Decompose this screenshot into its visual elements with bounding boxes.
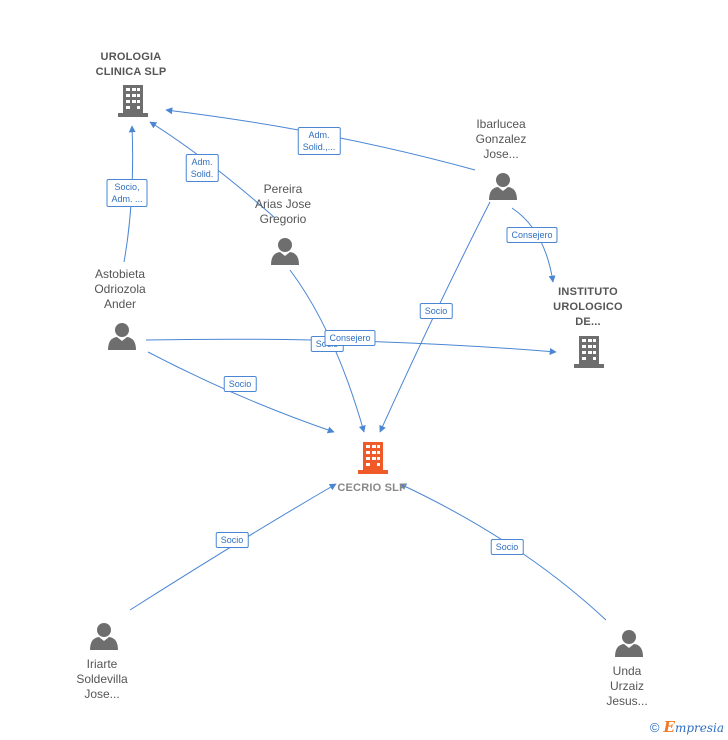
node-label-line: Gonzalez: [475, 132, 527, 146]
brand-name: mpresia: [674, 721, 724, 735]
node-label-astobieta[interactable]: Astobieta Odriozola Ander: [50, 267, 190, 312]
edge-label-line: Consejero: [329, 333, 371, 343]
node-label-iriarte[interactable]: Iriarte Soldevilla Jose...: [32, 657, 172, 702]
edge-label-line: Adm.: [191, 157, 213, 167]
node-label-cecrio[interactable]: CECRIO SLP: [302, 481, 442, 496]
building-icon: [574, 336, 604, 368]
edge-label-line: Socio: [220, 535, 244, 545]
node-label-line: UROLOGICO: [553, 301, 623, 313]
node-label-line: Iriarte: [86, 657, 118, 671]
building-icon: [118, 85, 148, 117]
edge-astobieta-cecrio: [147, 351, 335, 434]
node-label-line: CECRIO SLP: [337, 482, 407, 494]
person-icon: [489, 173, 517, 200]
node-label-line: Pereira: [263, 182, 303, 196]
edge-label-line: Socio,: [114, 182, 140, 192]
edge-label-ibarlucea-urologia[interactable]: Adm. Solid.,...: [297, 127, 341, 155]
node-label-ibarlucea[interactable]: Ibarlucea Gonzalez Jose...: [431, 117, 571, 162]
node-label-line: Arias Jose: [254, 197, 312, 211]
node-label-line: DE...: [575, 316, 601, 328]
edge-label-ibarlucea-cecrio[interactable]: Socio: [419, 303, 453, 319]
brand-initial: E: [663, 718, 675, 736]
person-icon: [90, 623, 118, 650]
node-label-instituto[interactable]: INSTITUTO UROLOGICO DE...: [518, 285, 658, 330]
node-label-unda[interactable]: Unda Urzaiz Jesus...: [557, 664, 697, 709]
node-label-pereira[interactable]: Pereira Arias Jose Gregorio: [213, 182, 353, 227]
edge-label-line: Socio: [228, 379, 252, 389]
edges-layer: [123, 107, 607, 621]
node-label-line: Gregorio: [259, 212, 307, 226]
node-label-line: Jose...: [483, 147, 519, 161]
node-label-line: Jose...: [84, 687, 120, 701]
node-label-line: CLINICA SLP: [95, 66, 167, 78]
person-icon: [108, 323, 136, 350]
node-label-line: INSTITUTO: [558, 286, 618, 298]
node-label-line: Ibarlucea: [476, 117, 526, 131]
edge-label-line: Socio: [495, 542, 519, 552]
node-label-line: Unda: [612, 664, 642, 678]
edge-label-astobieta-instituto[interactable]: Consejero: [324, 330, 376, 346]
brand-logo[interactable]: Empresia: [664, 718, 725, 736]
node-label-line: Odriozola: [94, 282, 146, 296]
center-building-icon: [358, 442, 388, 474]
footer-brand: © Empresia: [650, 718, 724, 736]
node-label-line: Urzaiz: [609, 679, 644, 693]
edge-label-ibarlucea-instituto[interactable]: Consejero: [506, 227, 558, 243]
edge-label-line: Solid.: [190, 169, 214, 179]
edge-label-astobieta-urologia[interactable]: Socio, Adm. ...: [106, 179, 148, 207]
edge-label-line: Solid.,...: [302, 142, 336, 152]
edge-ibarlucea-instituto: [511, 207, 556, 283]
node-label-line: Ander: [103, 297, 137, 311]
copyright-symbol: ©: [649, 719, 660, 735]
edge-label-line: Adm. ...: [111, 194, 143, 204]
node-label-line: Soldevilla: [76, 672, 128, 686]
edge-label-line: Consejero: [511, 230, 553, 240]
edge-label-astobieta-cecrio[interactable]: Socio: [223, 376, 257, 392]
node-label-line: Jesus...: [606, 694, 648, 708]
person-icon: [615, 630, 643, 657]
edge-label-line: Adm.: [308, 130, 330, 140]
person-icon: [271, 238, 299, 265]
edge-label-unda-cecrio[interactable]: Socio: [490, 539, 524, 555]
node-label-urologia[interactable]: UROLOGIA CLINICA SLP: [61, 50, 201, 80]
edge-label-line: Socio: [424, 306, 448, 316]
edge-label-iriarte-cecrio[interactable]: Socio: [215, 532, 249, 548]
node-label-line: Astobieta: [94, 267, 146, 281]
edge-label-pereira-urologia[interactable]: Adm. Solid.: [185, 154, 219, 182]
node-label-line: UROLOGIA: [100, 51, 162, 63]
